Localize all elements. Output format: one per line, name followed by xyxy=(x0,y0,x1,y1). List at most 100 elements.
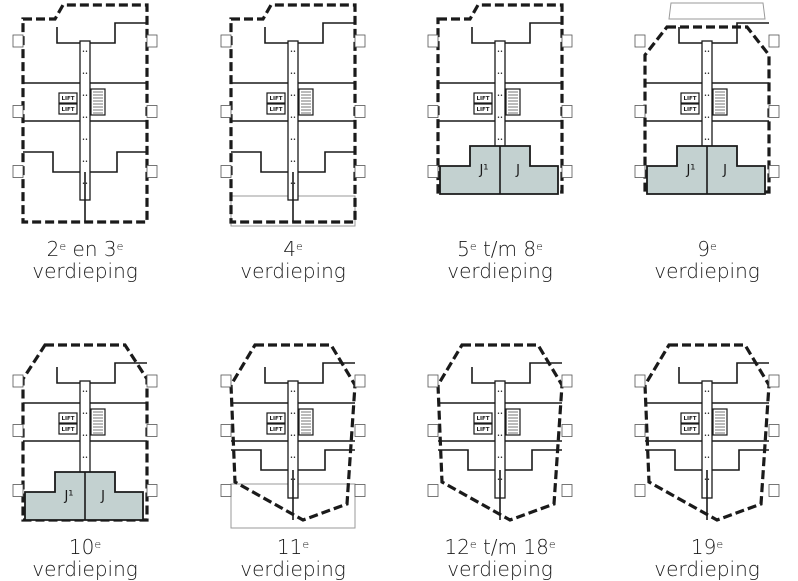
window-bay xyxy=(561,165,573,178)
window-bay xyxy=(427,484,439,497)
lift-label: LIFT xyxy=(683,107,696,113)
unit-area xyxy=(24,471,144,521)
window-bay xyxy=(146,34,158,48)
door-mark: •• xyxy=(82,411,88,417)
inner-wall xyxy=(678,27,702,44)
door-mark: •• xyxy=(290,137,296,143)
stair xyxy=(505,408,521,436)
inner-wall xyxy=(264,27,288,44)
door-mark: •• xyxy=(704,115,710,121)
door-mark: •• xyxy=(290,115,296,121)
inner-wall xyxy=(231,151,288,173)
door-mark: •• xyxy=(82,433,88,439)
inner-wall xyxy=(505,22,562,44)
window-bay xyxy=(427,165,439,178)
caption-label: verdieping xyxy=(447,557,553,581)
window-bay xyxy=(220,34,232,48)
stair xyxy=(712,88,728,116)
door-mark: •• xyxy=(704,49,710,55)
caption-label: verdieping xyxy=(654,557,760,581)
window-bay xyxy=(354,165,366,178)
door-mark: •• xyxy=(704,93,710,99)
window-bay xyxy=(561,424,573,437)
door-mark: •• xyxy=(82,71,88,77)
caption-floor-number: 2e en 3e xyxy=(46,237,124,261)
lift-box xyxy=(680,412,700,424)
lift-label: LIFT xyxy=(269,427,282,433)
window-bay xyxy=(561,105,573,118)
door-mark: •• xyxy=(82,93,88,99)
lift-box xyxy=(266,92,286,104)
caption-floor-number: 11e xyxy=(276,535,310,559)
inner-wall xyxy=(471,367,495,384)
window-bay xyxy=(768,374,780,388)
lift-box xyxy=(473,412,493,424)
lift-box xyxy=(58,412,78,424)
window-bay xyxy=(12,165,24,178)
lift-label: LIFT xyxy=(476,107,489,113)
door-mark: •• xyxy=(290,49,296,55)
door-mark: •• xyxy=(497,115,503,121)
caption-floor-number: 12e t/m 18e xyxy=(444,535,556,559)
stair xyxy=(90,408,106,436)
stair xyxy=(298,88,314,116)
lift-box xyxy=(473,103,493,115)
window-bay xyxy=(146,484,158,497)
lift-box xyxy=(680,423,700,435)
caption-floor-number: 4e xyxy=(283,237,303,261)
window-bay xyxy=(768,105,780,118)
stair xyxy=(90,88,106,116)
window-bay xyxy=(427,34,439,48)
outer-wall xyxy=(436,343,564,522)
lift-box xyxy=(266,423,286,435)
caption-label: verdieping xyxy=(654,259,760,283)
inner-wall xyxy=(298,449,355,471)
stair xyxy=(712,408,728,436)
door-mark: •• xyxy=(497,137,503,143)
inner-wall xyxy=(298,151,355,173)
lift-box xyxy=(266,103,286,115)
caption-floor-number: 19e xyxy=(690,535,724,559)
door-mark: •• xyxy=(704,455,710,461)
lift-label: LIFT xyxy=(683,427,696,433)
window-bay xyxy=(220,165,232,178)
caption-floor-number: 9e xyxy=(697,237,717,261)
inner-wall xyxy=(712,22,769,44)
inner-wall xyxy=(298,362,355,384)
window-bay xyxy=(561,34,573,48)
door-mark: •• xyxy=(82,159,88,165)
outer-wall xyxy=(643,25,771,194)
inner-wall xyxy=(90,362,147,384)
unit-label: J xyxy=(722,163,727,178)
door-mark: •• xyxy=(290,93,296,99)
window-bay xyxy=(634,424,646,437)
inner-wall xyxy=(90,151,147,173)
inner-wall xyxy=(56,367,80,384)
window-bay xyxy=(146,165,158,178)
inner-wall xyxy=(505,362,562,384)
inner-wall xyxy=(264,367,288,384)
door-mark: •• xyxy=(82,137,88,143)
inner-wall xyxy=(231,449,288,471)
window-bay xyxy=(768,34,780,48)
inner-wall xyxy=(712,449,769,471)
lift-label: LIFT xyxy=(683,96,696,102)
lift-label: LIFT xyxy=(269,416,282,422)
stair xyxy=(298,408,314,436)
door-mark: •• xyxy=(497,455,503,461)
door-mark: •• xyxy=(290,433,296,439)
window-bay xyxy=(354,424,366,437)
unit-label: J xyxy=(100,489,105,504)
unit-label: J¹ xyxy=(478,163,488,178)
lift-box xyxy=(58,92,78,104)
inner-wall xyxy=(645,449,702,471)
lift-box xyxy=(58,103,78,115)
